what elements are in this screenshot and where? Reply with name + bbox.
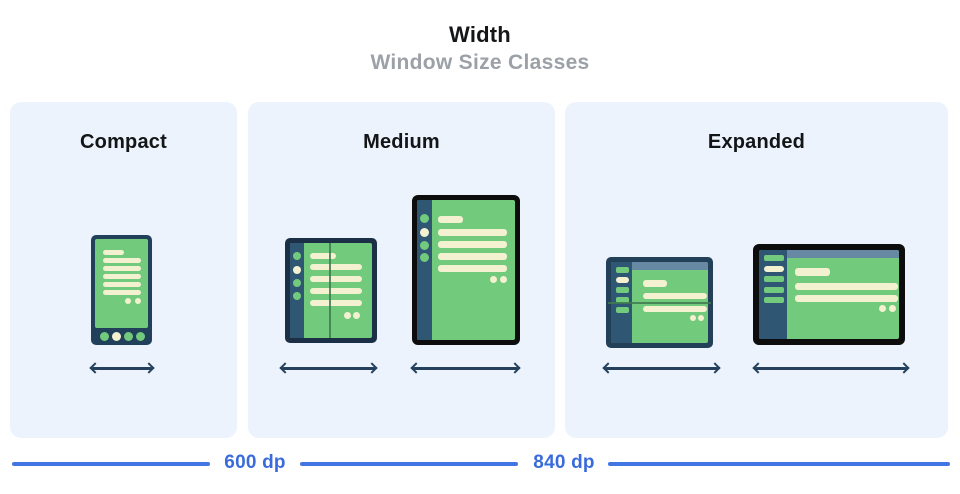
nav-dot (123, 332, 133, 341)
content-line (310, 288, 362, 294)
desktop-screen (759, 250, 899, 339)
panel-compact: Compact (10, 102, 237, 438)
overflow-dot (344, 312, 351, 319)
rail-dot (420, 227, 429, 237)
overflow-dot (353, 312, 360, 319)
content-line (103, 266, 141, 271)
sidebar-line (764, 276, 784, 282)
sidebar-line (616, 297, 629, 303)
width-arrow (282, 367, 375, 370)
fold-line (608, 302, 711, 304)
phone-screen (95, 239, 148, 328)
nav-dot (99, 332, 109, 341)
size-class-label-medium: Medium (363, 131, 440, 153)
sidebar-line (764, 266, 784, 272)
nav-dot (111, 332, 121, 341)
sidebar-rail (759, 250, 787, 339)
sidebar-line (616, 287, 629, 293)
sidebar-line (616, 307, 629, 313)
width-arrow (92, 367, 152, 370)
content-line (643, 306, 707, 312)
content-line (795, 295, 898, 302)
size-class-label-compact: Compact (80, 131, 167, 153)
overflow-dot (889, 305, 896, 312)
content-line (103, 290, 141, 295)
foldable-screen (290, 243, 372, 338)
rail-dot (420, 252, 429, 262)
content-line (438, 253, 507, 260)
size-class-label-expanded: Expanded (707, 131, 806, 153)
content-line (310, 253, 336, 259)
content-line (103, 250, 124, 255)
sidebar-line (764, 297, 784, 303)
content-line (103, 274, 141, 279)
rail-dot (420, 240, 429, 250)
rail-dot (420, 213, 429, 223)
phone-device (91, 235, 152, 345)
overflow-dot (135, 298, 141, 304)
content-line (310, 264, 362, 270)
desktop-device (753, 244, 905, 345)
content-line (438, 241, 507, 248)
content-line (795, 283, 898, 290)
overflow-dot (879, 305, 886, 312)
landscape-foldable-device (606, 257, 713, 348)
rail-dot (293, 266, 301, 274)
overflow-dot (698, 315, 704, 321)
breakpoint-840dp: 840 dp (533, 452, 595, 473)
panel-medium: Medium (248, 102, 555, 438)
rail-dot (293, 252, 301, 260)
ruler-line-segment (12, 462, 210, 466)
panel-expanded: Expanded (565, 102, 948, 438)
content-line (643, 293, 707, 299)
content-line (103, 258, 141, 263)
ruler-line-segment (300, 462, 518, 466)
sidebar-line (616, 267, 629, 273)
content-line (103, 282, 141, 287)
content-line (795, 268, 830, 276)
breakpoint-600dp: 600 dp (224, 452, 286, 473)
foldable-device (285, 238, 377, 343)
top-bar (787, 250, 899, 258)
rail-dot (293, 292, 301, 300)
width-arrow (755, 367, 907, 370)
content-line (310, 300, 362, 306)
content-line (438, 265, 507, 272)
fold-line (329, 243, 331, 338)
overflow-dot (490, 276, 497, 283)
overflow-dot (690, 315, 696, 321)
overflow-dot (125, 298, 131, 304)
width-arrow (413, 367, 518, 370)
tablet-device (412, 195, 520, 345)
overflow-dot (500, 276, 507, 283)
rail-dot (293, 279, 301, 287)
width-arrow (605, 367, 718, 370)
sidebar-line (616, 277, 629, 283)
tablet-screen (417, 200, 515, 340)
content-line (438, 216, 463, 223)
nav-dot (135, 332, 145, 341)
sidebar-line (764, 255, 784, 261)
content-line (310, 276, 362, 282)
diagram-subtitle: Window Size Classes (370, 51, 590, 74)
content-line (438, 229, 507, 236)
content-line (643, 280, 667, 287)
ruler-line-segment (608, 462, 950, 466)
sidebar-line (764, 287, 784, 293)
diagram-title: Width (449, 22, 511, 47)
top-bar (632, 262, 708, 270)
